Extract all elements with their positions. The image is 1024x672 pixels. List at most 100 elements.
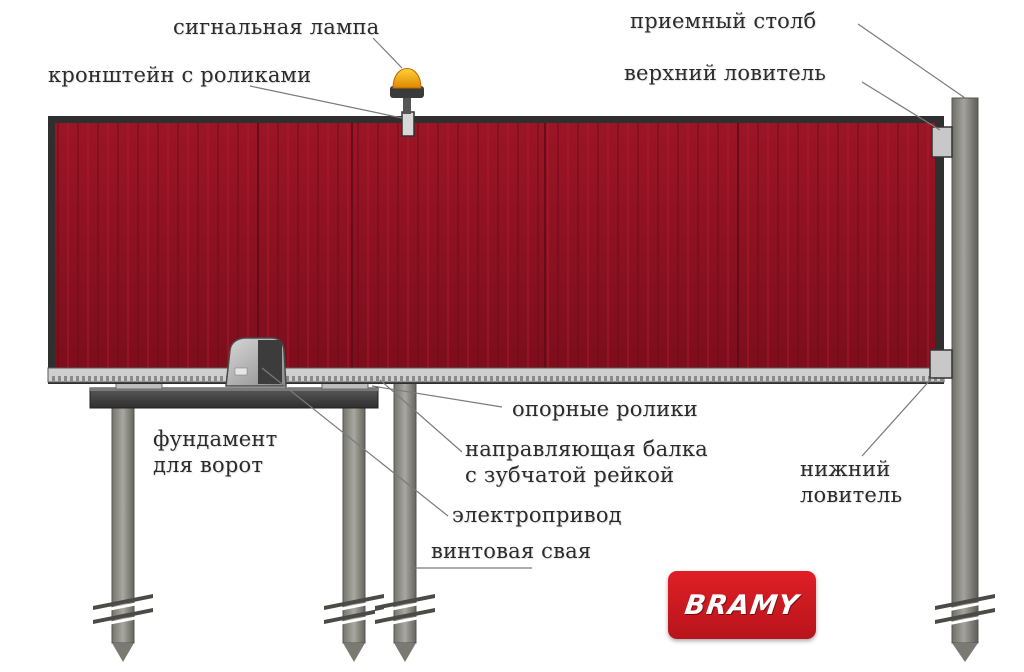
rack-tooth (316, 376, 319, 381)
rack-tooth (190, 376, 193, 381)
rack-tooth (820, 376, 823, 381)
label-foundation-line1: фундамент (153, 427, 278, 451)
lower-catcher (929, 349, 953, 379)
rack-tooth (604, 376, 607, 381)
rack-tooth (340, 376, 343, 381)
pile-break-mark (324, 608, 384, 624)
rack-tooth (430, 376, 433, 381)
rack-tooth (880, 376, 883, 381)
rack-tooth (658, 376, 661, 381)
rack-tooth (154, 376, 157, 381)
pile-break-mark (375, 594, 435, 610)
rack-tooth (520, 376, 523, 381)
rack-tooth (778, 376, 781, 381)
rack-tooth (772, 376, 775, 381)
rack-tooth (376, 376, 379, 381)
signal-lamp-stand (403, 98, 411, 114)
rack-tooth (118, 376, 121, 381)
rack-tooth (70, 376, 73, 381)
label-screw-pile: винтовая свая (431, 539, 592, 563)
rack-tooth (436, 376, 439, 381)
rack-tooth (670, 376, 673, 381)
rack-tooth (502, 376, 505, 381)
rack-tooth (556, 376, 559, 381)
label-upper-catcher: верхний ловитель (624, 61, 827, 85)
rack-tooth (136, 376, 139, 381)
rack-tooth (460, 376, 463, 381)
rack-tooth (700, 376, 703, 381)
rack-tooth (178, 376, 181, 381)
rack-tooth (394, 376, 397, 381)
pile-break-mark (93, 594, 153, 610)
rack-tooth (742, 376, 745, 381)
pile-break-gap (375, 613, 435, 628)
rack-tooth (412, 376, 415, 381)
rack-tooth (826, 376, 829, 381)
rack-tooth (676, 376, 679, 381)
label-lower-catcher-line2: ловитель (800, 483, 903, 508)
label-guide-beam-line1: направляющая балка (465, 437, 708, 461)
rack-tooth (166, 376, 169, 381)
label-foundation-line2: для ворот (153, 453, 264, 478)
label-guide-beam: направляющая балка с зубчатой рейкой (465, 436, 708, 489)
rack-tooth (796, 376, 799, 381)
rack-tooth (898, 376, 901, 381)
rack-tooth (682, 376, 685, 381)
screw-pile-3-tip (394, 643, 416, 662)
rack-tooth (844, 376, 847, 381)
rack-tooth (664, 376, 667, 381)
rack-tooth (922, 376, 925, 381)
rack-tooth (64, 376, 67, 381)
rack-tooth (766, 376, 769, 381)
rack-tooth (82, 376, 85, 381)
rack-tooth (784, 376, 787, 381)
rack-tooth (370, 376, 373, 381)
rack-tooth (832, 376, 835, 381)
leader-lines (249, 23, 966, 569)
pile-break-mark (375, 608, 435, 624)
rack-tooth (514, 376, 517, 381)
leader-upper-catcher (861, 81, 941, 131)
rack-tooth (910, 376, 913, 381)
gate-section-dividers (257, 123, 739, 368)
rack-tooth (736, 376, 739, 381)
signal-lamp-dome (392, 68, 422, 89)
rack-tooth (382, 376, 385, 381)
rack-tooth (124, 376, 127, 381)
upper-catcher (931, 126, 953, 158)
pile-break-gap (324, 599, 384, 614)
rack-tooth (448, 376, 451, 381)
rack-tooth (454, 376, 457, 381)
rack-tooth (574, 376, 577, 381)
rack-tooth (202, 376, 205, 381)
rack-tooth (904, 376, 907, 381)
rack-tooth (76, 376, 79, 381)
label-lower-catcher-line1: нижний (800, 457, 891, 481)
leader-lower-catcher (861, 377, 933, 457)
gate-panel (55, 123, 935, 368)
rack-tooth (112, 376, 115, 381)
pile-break-mark (324, 594, 384, 610)
rack-tooth (292, 376, 295, 381)
rack-tooth (106, 376, 109, 381)
rack-tooth (712, 376, 715, 381)
rack-tooth (196, 376, 199, 381)
rack-tooth (850, 376, 853, 381)
foundation-beam-highlight (90, 388, 378, 391)
rack-tooth (694, 376, 697, 381)
rack-tooth (868, 376, 871, 381)
rack-tooth (886, 376, 889, 381)
rack-tooth (544, 376, 547, 381)
rack-tooth (142, 376, 145, 381)
leader-signal-lamp (372, 37, 403, 69)
rack-tooth (622, 376, 625, 381)
rack-tooth (724, 376, 727, 381)
rack-tooth (616, 376, 619, 381)
rack-tooth (400, 376, 403, 381)
rack-tooth (856, 376, 859, 381)
rack-tooth (580, 376, 583, 381)
rack-tooth (598, 376, 601, 381)
rack-tooth (790, 376, 793, 381)
